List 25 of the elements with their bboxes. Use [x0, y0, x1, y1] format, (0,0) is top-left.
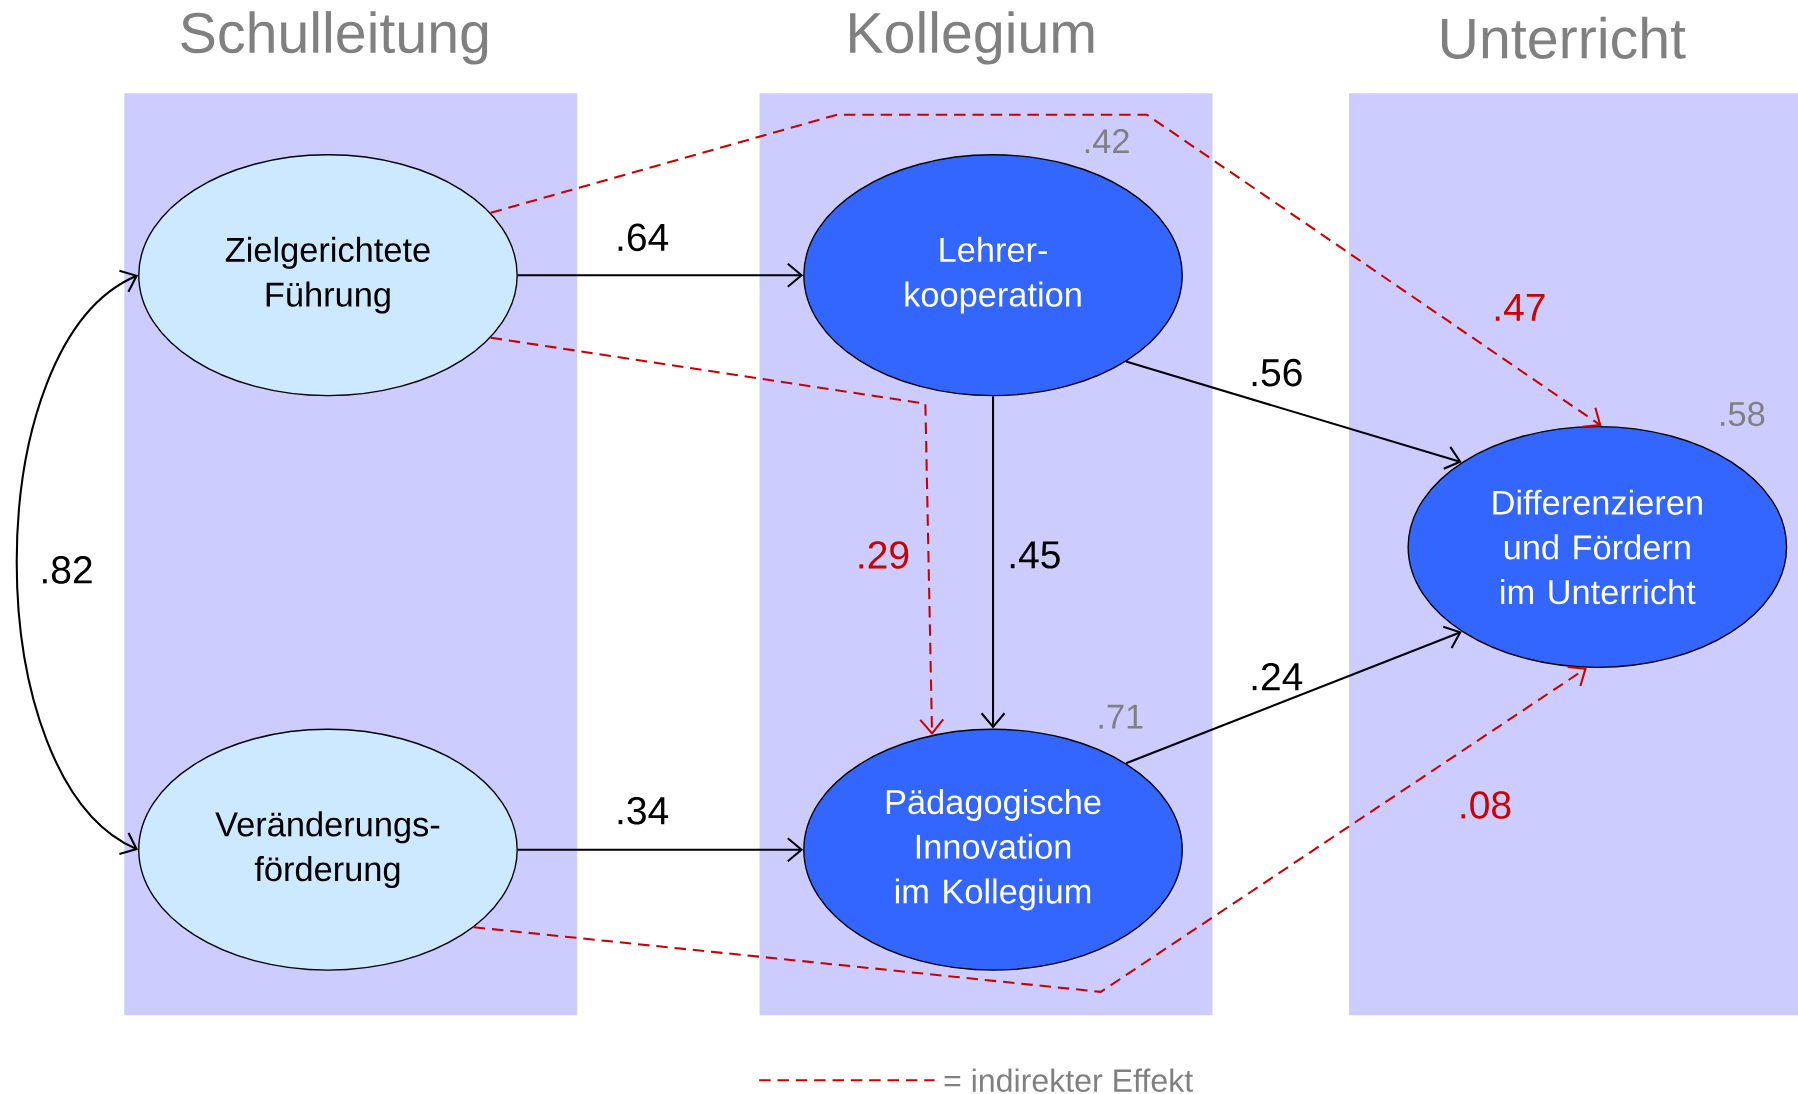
arrow	[980, 396, 1006, 729]
edge-label: .82	[42, 556, 92, 584]
node-label: Unterricht	[1441, 16, 1686, 59]
dashed-arrow	[473, 665, 1587, 993]
variance-value: .42	[1085, 129, 1129, 154]
variance-value: .58	[1721, 401, 1765, 427]
node-label: Schulleitung	[181, 11, 488, 65]
arrow	[517, 263, 804, 288]
edge-label: .56	[1252, 358, 1302, 387]
edge-label: .47	[1495, 293, 1545, 321]
edge-label: .24	[1252, 662, 1303, 691]
edge-label: .34	[618, 796, 669, 825]
edge-label: .08	[1461, 791, 1511, 819]
variance-value: .71	[1099, 704, 1143, 729]
arrow	[1125, 625, 1462, 765]
dashed-arrow	[490, 336, 945, 736]
edge-label: .45	[1010, 541, 1060, 569]
legend-text: = indirekter Effekt	[944, 1068, 1193, 1092]
arrow	[1125, 360, 1462, 470]
arrow	[517, 837, 804, 862]
node-label: Kollegium	[850, 11, 1094, 65]
edge-label: .64	[618, 223, 669, 252]
curved-arrow	[15, 269, 139, 856]
edge-label: .29	[859, 541, 909, 569]
dashed-arrow	[490, 113, 1602, 428]
